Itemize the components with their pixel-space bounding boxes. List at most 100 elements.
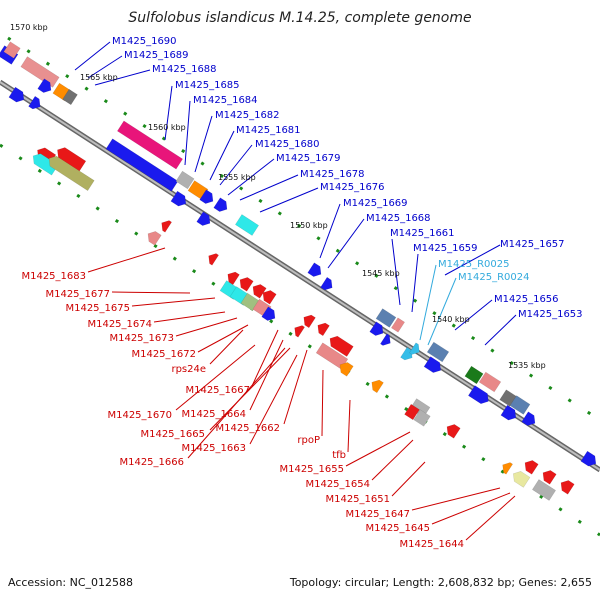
gene-label: M1425_1657 bbox=[500, 239, 565, 250]
scale-label: 1570 kbp bbox=[10, 23, 48, 32]
label-leader bbox=[411, 253, 419, 313]
gene-label: M1425_1680 bbox=[255, 139, 320, 150]
label-leader bbox=[283, 349, 308, 425]
label-leader bbox=[111, 291, 191, 294]
gene-feature bbox=[213, 197, 228, 212]
gene-feature bbox=[303, 314, 316, 329]
gene-feature bbox=[524, 460, 539, 475]
gene-feature bbox=[329, 335, 354, 357]
label-leader bbox=[209, 347, 291, 431]
gene-feature bbox=[32, 153, 59, 176]
gene-label: M1425_1645 bbox=[365, 523, 430, 534]
gene-feature bbox=[467, 385, 489, 405]
gene-feature bbox=[208, 253, 219, 266]
gene-feature bbox=[175, 170, 195, 190]
gene-feature bbox=[380, 333, 391, 346]
label-leader bbox=[484, 314, 517, 346]
gene-feature bbox=[371, 379, 384, 394]
label-leader bbox=[259, 187, 319, 213]
gene-label: M1425_1666 bbox=[119, 457, 184, 468]
gene-label: M1425_1667 bbox=[185, 385, 250, 396]
label-leader bbox=[153, 311, 226, 323]
gene-feature bbox=[513, 471, 531, 488]
gene-feature bbox=[3, 41, 21, 59]
label-leader bbox=[194, 115, 213, 173]
gene-feature bbox=[227, 271, 240, 286]
gene-label: M1425_1689 bbox=[124, 50, 189, 61]
gene-feature bbox=[262, 290, 277, 305]
label-leader bbox=[239, 174, 299, 201]
gene-label: M1425_1688 bbox=[152, 64, 217, 75]
gene-label: M1425_1672 bbox=[131, 349, 196, 360]
label-leader bbox=[219, 144, 253, 186]
label-leader bbox=[184, 100, 191, 166]
scale-label: 1565 kbp bbox=[80, 73, 118, 82]
gene-feature bbox=[20, 56, 60, 88]
label-leader bbox=[319, 203, 341, 259]
gene-label: rps24e bbox=[171, 364, 206, 375]
gene-label: M1425_R0025 bbox=[438, 259, 509, 270]
gene-feature bbox=[502, 462, 513, 475]
gene-label: tfb bbox=[332, 450, 346, 461]
label-leader bbox=[175, 317, 238, 337]
gene-feature bbox=[464, 365, 484, 385]
gene-feature bbox=[240, 292, 260, 312]
label-leader bbox=[164, 85, 173, 141]
gene-label: M1425_1663 bbox=[181, 443, 246, 454]
label-leader bbox=[411, 487, 501, 511]
label-leader bbox=[431, 492, 511, 525]
gene-label: M1425_1685 bbox=[175, 80, 240, 91]
gene-feature bbox=[426, 341, 450, 363]
label-leader bbox=[175, 344, 256, 411]
gene-feature bbox=[413, 409, 431, 427]
gene-label: M1425_1676 bbox=[320, 182, 385, 193]
backbone-highlight bbox=[0, 81, 600, 471]
label-leader bbox=[249, 339, 284, 411]
gene-feature bbox=[560, 480, 575, 495]
tick-marks bbox=[0, 36, 600, 537]
gene-feature bbox=[28, 95, 41, 110]
gene-feature bbox=[542, 470, 557, 485]
label-leader bbox=[227, 158, 275, 196]
gene-feature bbox=[339, 362, 354, 377]
gene-label: M1425_1678 bbox=[300, 169, 365, 180]
gene-feature bbox=[500, 404, 517, 421]
gene-feature bbox=[161, 220, 172, 233]
gene-label: rpoP bbox=[297, 435, 320, 446]
gene-feature bbox=[446, 424, 461, 439]
label-leader bbox=[87, 55, 123, 79]
gene-feature bbox=[400, 346, 413, 361]
inner-tick-row bbox=[0, 143, 600, 537]
gene-label: M1425_1670 bbox=[107, 410, 172, 421]
gene-feature bbox=[62, 88, 78, 106]
label-leader bbox=[347, 399, 351, 453]
gene-features bbox=[0, 41, 597, 501]
gene-feature bbox=[521, 411, 536, 426]
label-leader bbox=[321, 369, 324, 437]
label-leader bbox=[391, 238, 401, 306]
gene-label: M1425_1664 bbox=[181, 409, 246, 420]
gene-feature bbox=[147, 231, 162, 246]
label-leader bbox=[444, 244, 501, 276]
label-leaders bbox=[74, 41, 517, 541]
label-leader bbox=[87, 247, 166, 273]
label-leader bbox=[74, 41, 111, 71]
gene-feature bbox=[317, 322, 330, 337]
gene-label: M1425_1682 bbox=[215, 110, 280, 121]
label-leader bbox=[465, 495, 516, 541]
label-leader bbox=[371, 439, 414, 481]
topology-label: Topology: circular; Length: 2,608,832 bp… bbox=[289, 576, 592, 589]
accession-label: Accession: NC_012588 bbox=[8, 576, 133, 589]
label-leader bbox=[251, 329, 279, 387]
gene-label: M1425_1654 bbox=[305, 479, 370, 490]
scale-label: 1545 kbp bbox=[362, 269, 400, 278]
gene-label: M1425_1651 bbox=[325, 494, 390, 505]
gene-label: M1425_1690 bbox=[112, 36, 177, 47]
gene-label: M1425_1677 bbox=[45, 289, 110, 300]
gene-label: M1425_1679 bbox=[276, 153, 341, 164]
gene-label: M1425_1662 bbox=[215, 423, 280, 434]
gene-label: M1425_1656 bbox=[494, 294, 559, 305]
scale-label: 1560 kbp bbox=[148, 123, 186, 132]
gene-label: M1425_1655 bbox=[279, 464, 344, 475]
